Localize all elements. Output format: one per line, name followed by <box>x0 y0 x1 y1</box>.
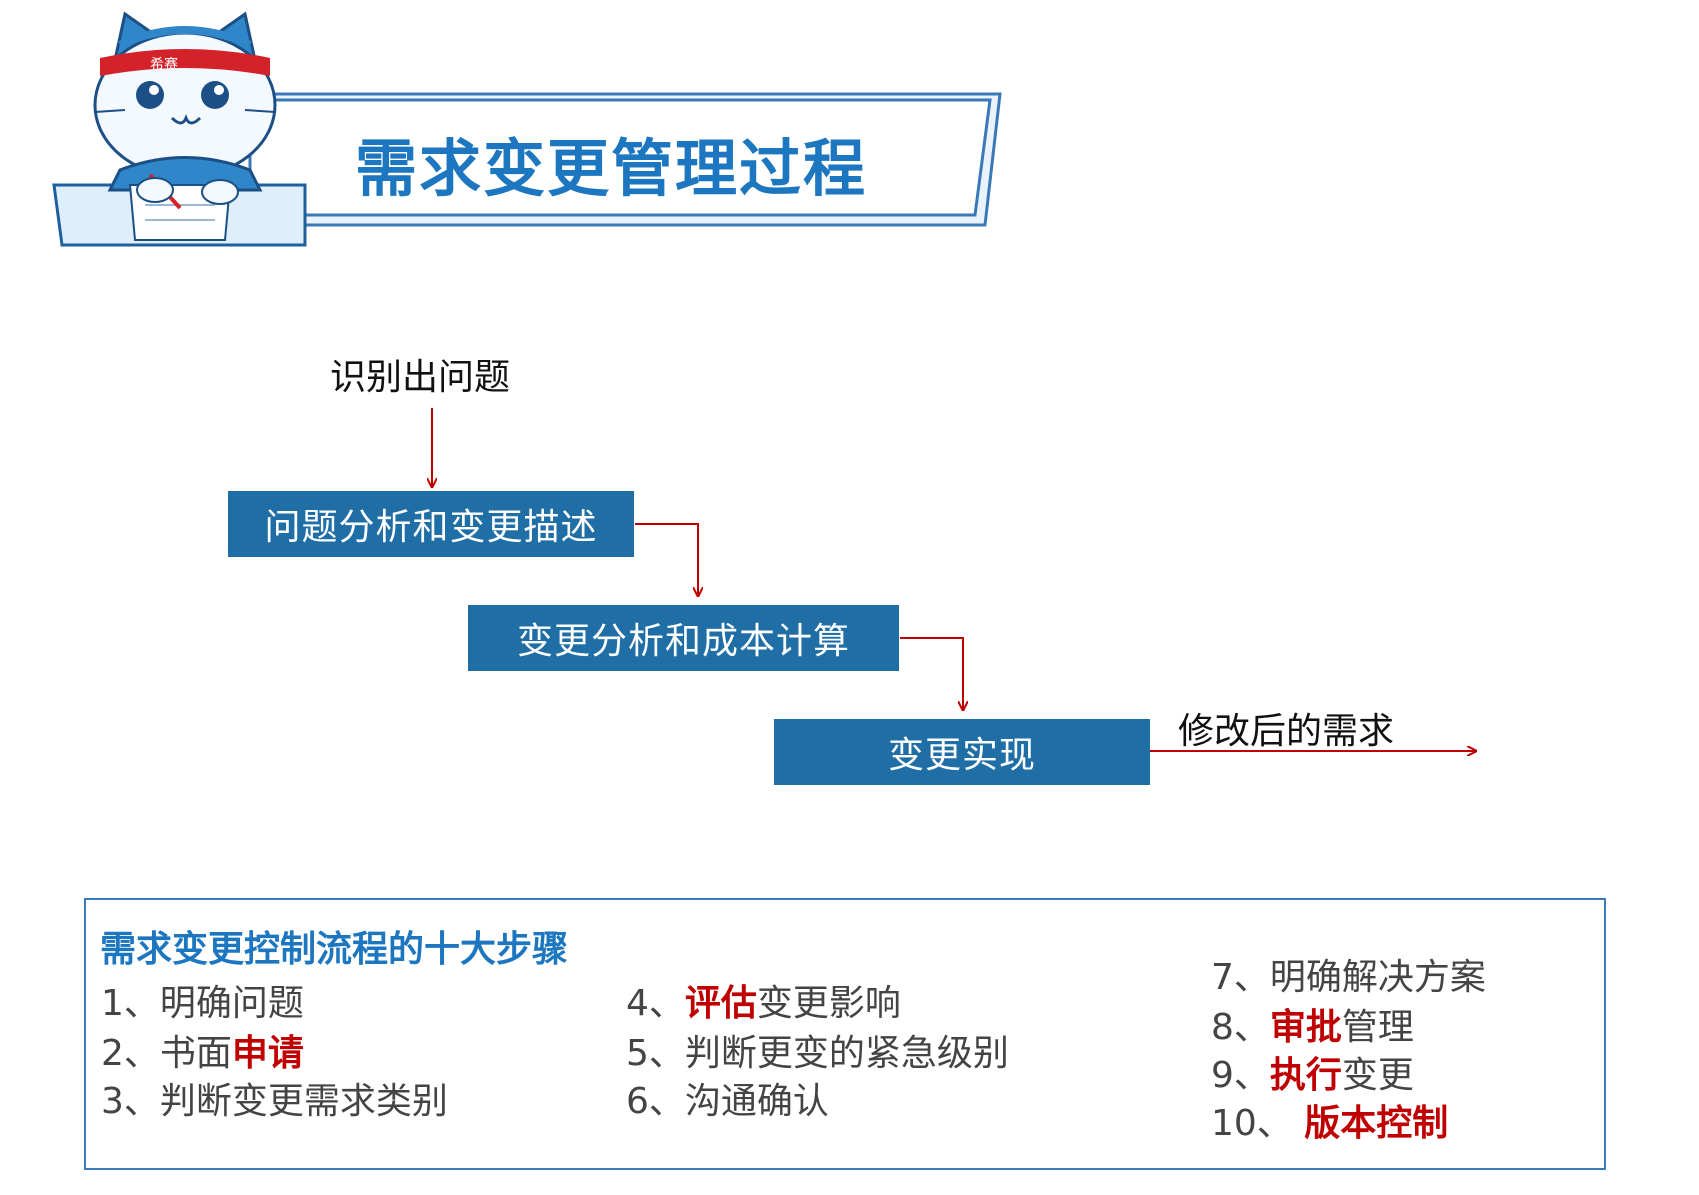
step-text-suffix: 变更 <box>1341 1055 1414 1096</box>
step-number: 8、 <box>1211 1007 1270 1048</box>
step-text-suffix: 变更影响 <box>756 983 901 1024</box>
step-highlight: 执行 <box>1269 1055 1342 1096</box>
step-item: 2、书面申请 <box>101 1024 304 1076</box>
step-item: 9、执行变更 <box>1211 1046 1414 1098</box>
step-text: 判断变更需求类别 <box>159 1081 448 1122</box>
step-highlight: 评估 <box>684 983 757 1024</box>
step-number: 9、 <box>1211 1055 1270 1096</box>
page-title: 需求变更管理过程 <box>355 132 868 205</box>
arrow-analysis-to-cost <box>635 523 698 595</box>
flow-output-label: 修改后的需求 <box>1178 711 1395 752</box>
step-text <box>1293 1103 1304 1144</box>
step-text-suffix: 管理 <box>1341 1007 1414 1048</box>
step-highlight: 版本控制 <box>1304 1103 1449 1144</box>
flow-box-change-implementation: 变更实现 <box>774 719 1150 785</box>
step-number: 1、 <box>101 983 160 1024</box>
header-banner: 希赛 需求变更管理过程 <box>0 0 1030 260</box>
step-text: 书面 <box>159 1033 232 1074</box>
flow-box-change-cost-analysis: 变更分析和成本计算 <box>468 605 899 671</box>
steps-panel: 需求变更控制流程的十大步骤 1、明确问题 2、书面申请 3、判断变更需求类别 4… <box>84 898 1606 1170</box>
step-number: 3、 <box>101 1081 160 1122</box>
step-item: 8、审批管理 <box>1211 998 1414 1050</box>
flow-start-label: 识别出问题 <box>330 357 511 398</box>
step-number: 6、 <box>626 1081 685 1122</box>
step-number: 10、 <box>1211 1103 1293 1144</box>
step-number: 2、 <box>101 1033 160 1074</box>
step-item: 7、明确解决方案 <box>1211 948 1486 1000</box>
mascot-band-text: 希赛 <box>150 57 178 73</box>
step-highlight: 申请 <box>231 1033 304 1074</box>
step-text: 沟通确认 <box>684 1081 829 1122</box>
step-item: 6、沟通确认 <box>626 1072 829 1124</box>
step-item: 1、明确问题 <box>101 974 304 1026</box>
step-highlight: 审批 <box>1269 1007 1342 1048</box>
banner-graphic <box>52 11 1002 247</box>
step-number: 4、 <box>626 983 685 1024</box>
step-number: 7、 <box>1211 957 1270 998</box>
step-item: 3、判断变更需求类别 <box>101 1072 448 1124</box>
step-item: 10、 版本控制 <box>1211 1094 1448 1146</box>
arrow-cost-to-implement <box>900 637 963 709</box>
step-text: 判断更变的紧急级别 <box>684 1033 1009 1074</box>
step-text: 明确解决方案 <box>1269 957 1486 998</box>
step-text: 明确问题 <box>159 983 304 1024</box>
step-number: 5、 <box>626 1033 685 1074</box>
mascot-cat <box>93 11 277 241</box>
steps-panel-title: 需求变更控制流程的十大步骤 <box>100 929 569 970</box>
flow-box-problem-analysis: 问题分析和变更描述 <box>228 491 634 557</box>
step-item: 4、评估变更影响 <box>626 974 901 1026</box>
step-item: 5、判断更变的紧急级别 <box>626 1024 1009 1076</box>
